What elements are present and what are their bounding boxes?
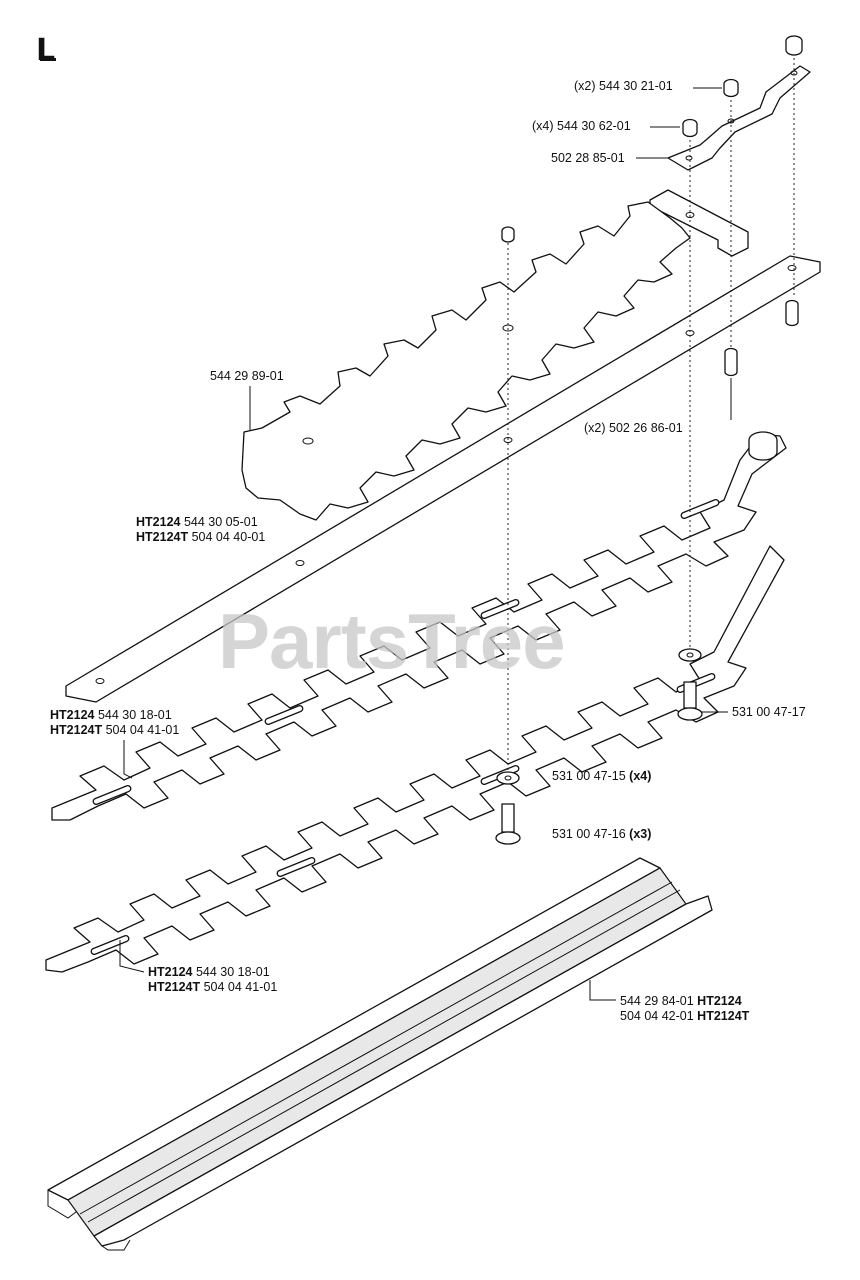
spacer-bushing[interactable]	[748, 431, 778, 461]
section-letter-underline	[40, 58, 56, 61]
label-531-00-47-17: 531 00 47-17	[732, 705, 806, 719]
label-531-00-47-15: 531 00 47-15 (x4)	[552, 769, 651, 783]
nut-x2[interactable]	[723, 78, 739, 98]
cutter-blade-upper[interactable]	[51, 433, 787, 821]
washer-531-00-47-15[interactable]	[496, 771, 520, 785]
watermark: PartsTree	[218, 597, 565, 685]
label-502-28-85-01: 502 28 85-01	[551, 151, 625, 165]
nut-top-right[interactable]	[785, 35, 803, 56]
screw-right[interactable]	[785, 299, 799, 327]
label-544-30-62-01: (x4) 544 30 62-01	[532, 119, 631, 133]
label-flat-guide-plate: HT2124 544 30 05-01 HT2124T 504 04 40-01	[136, 515, 265, 544]
bolt-531-00-47-17[interactable]	[677, 681, 703, 721]
label-blade-guard-rail: 544 29 84-01 HT2124 504 04 42-01 HT2124T	[620, 994, 750, 1023]
cutter-blade-lower[interactable]	[45, 545, 785, 973]
bolt-531-00-47-16[interactable]	[495, 803, 521, 845]
label-cutter-blade-upper: HT2124 544 30 18-01 HT2124T 504 04 41-01	[50, 708, 179, 737]
section-letter: L	[36, 33, 55, 68]
nut-x4[interactable]	[682, 118, 698, 138]
label-531-00-47-16: 531 00 47-16 (x3)	[552, 827, 651, 841]
washer-right[interactable]	[678, 648, 702, 662]
blade-guard-rail[interactable]	[47, 857, 713, 1251]
label-544-30-21-01: (x2) 544 30 21-01	[574, 79, 673, 93]
label-544-29-89-01: 544 29 89-01	[210, 369, 284, 383]
nut-center[interactable]	[501, 226, 515, 243]
guide-bar-toothed[interactable]	[241, 201, 691, 521]
screw-x2[interactable]	[724, 347, 738, 377]
label-cutter-blade-lower: HT2124 544 30 18-01 HT2124T 504 04 41-01	[148, 965, 277, 994]
guide-bracket[interactable]	[649, 189, 749, 257]
spring-plate[interactable]	[667, 65, 811, 171]
label-502-26-86-01: (x2) 502 26 86-01	[584, 421, 683, 435]
